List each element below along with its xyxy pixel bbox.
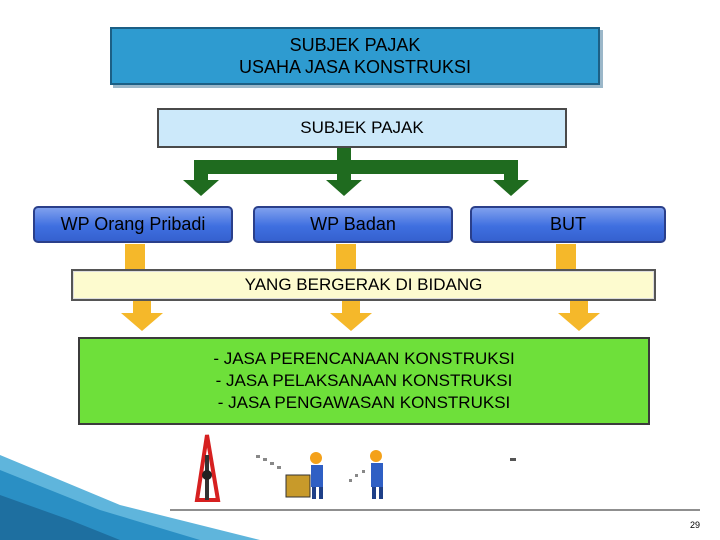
jasa-item-pengawasan: - JASA PENGAWASAN KONSTRUKSI — [217, 393, 511, 412]
yellow-arrow-right — [558, 313, 600, 331]
title-line-1: SUBJEK PAJAK — [289, 35, 421, 55]
jasa-item-perencanaan: - JASA PERENCANAAN KONSTRUKSI — [213, 349, 515, 368]
jasa-box: - JASA PERENCANAAN KONSTRUKSI - JASA PEL… — [78, 337, 650, 425]
wp-badan-label: WP Badan — [310, 214, 396, 234]
title-line-2: USAHA JASA KONSTRUKSI — [238, 57, 472, 77]
subject-box: SUBJEK PAJAK — [157, 108, 567, 148]
but-box: BUT — [470, 206, 666, 243]
subject-box-label: SUBJEK PAJAK — [300, 118, 424, 137]
title-box: SUBJEK PAJAK USAHA JASA KONSTRUKSI — [110, 27, 600, 85]
yellow-arrow-middle — [330, 313, 372, 331]
wheelbarrow-icon — [285, 474, 311, 498]
bergerak-box: YANG BERGERAK DI BIDANG — [71, 269, 656, 301]
yellow-connector-left-top — [125, 244, 145, 269]
wp-orang-pribadi-box: WP Orang Pribadi — [33, 206, 233, 243]
wp-badan-box: WP Badan — [253, 206, 453, 243]
yellow-arrow-left — [121, 313, 163, 331]
jasa-item-pelaksanaan: - JASA PELAKSANAAN KONSTRUKSI — [215, 371, 513, 390]
construction-workers-illustration — [194, 434, 516, 502]
but-label: BUT — [550, 214, 586, 234]
wp-orang-pribadi-label: WP Orang Pribadi — [60, 214, 206, 234]
yellow-connector-right-top — [556, 244, 576, 269]
decorative-swoosh — [0, 455, 260, 540]
green-arrow-right — [493, 180, 529, 196]
green-arrow-middle — [326, 180, 362, 196]
green-branch-connector — [183, 148, 529, 196]
yellow-connector-middle-top — [336, 244, 356, 269]
bergerak-label: YANG BERGERAK DI BIDANG — [244, 275, 483, 294]
page-number: 29 — [690, 520, 701, 530]
green-arrow-left — [183, 180, 219, 196]
